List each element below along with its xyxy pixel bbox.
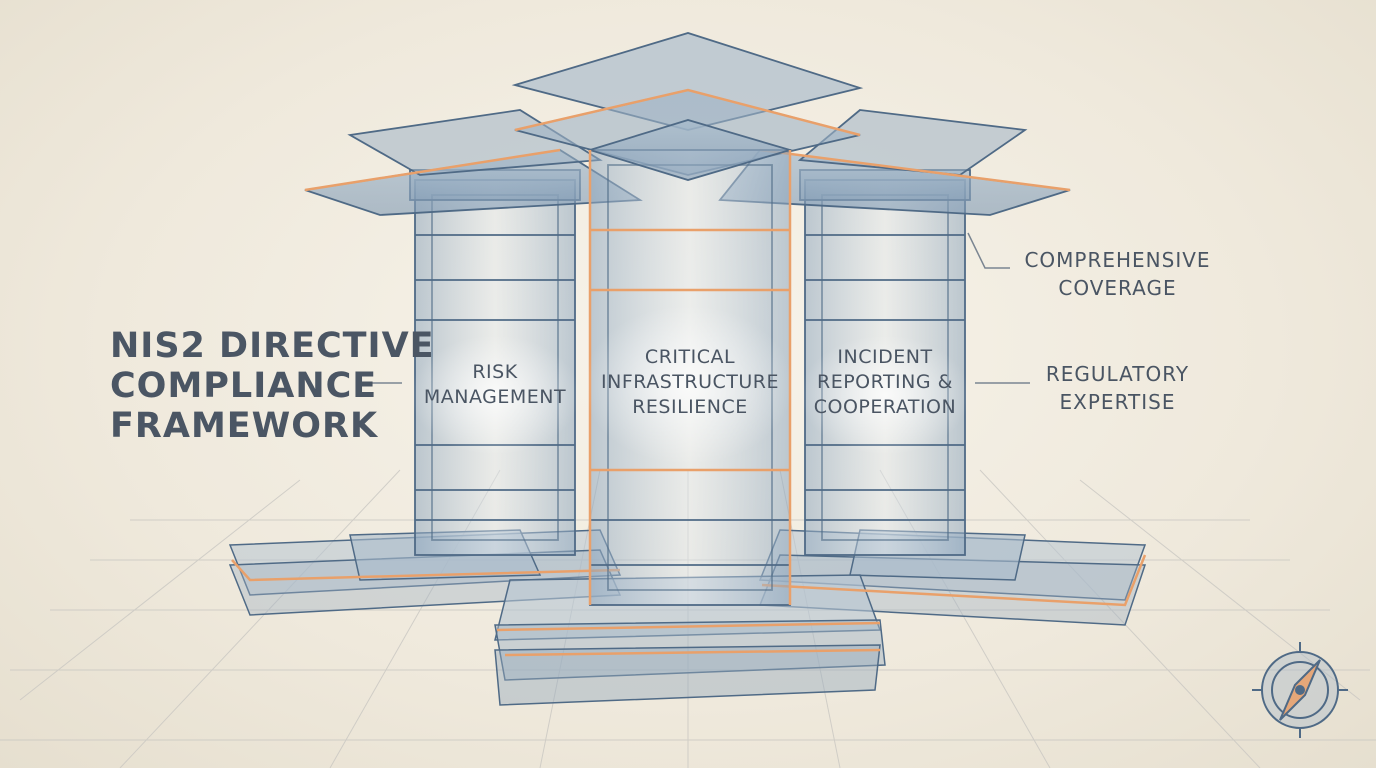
roof-accent-lines: [304, 88, 1071, 192]
callout-line: REGULATORY: [1045, 362, 1190, 386]
title-line-3: FRAMEWORK: [110, 406, 379, 446]
pillar-label-line: CRITICAL: [644, 346, 736, 368]
pillar-label-line: COOPERATION: [813, 396, 957, 418]
pillar-label-line: RESILIENCE: [632, 396, 748, 418]
pillar-label-incident: INCIDENT REPORTING & COOPERATION: [800, 345, 970, 420]
connector-lines: [372, 232, 1030, 384]
pillar-label-line: REPORTING &: [817, 371, 953, 393]
base-accent-lines: [231, 554, 1147, 657]
pillar-label-line: INFRASTRUCTURE: [601, 371, 779, 393]
pillar-label-line: RISK: [472, 361, 518, 383]
callout-line: COMPREHENSIVE: [1024, 248, 1211, 272]
title-line-1: NIS2 DIRECTIVE: [110, 326, 435, 366]
pillar-label-risk: RISK MANAGEMENT: [415, 360, 575, 410]
title-line-2: COMPLIANCE: [110, 366, 378, 406]
pillar-label-critical: CRITICAL INFRASTRUCTURE RESILIENCE: [590, 345, 790, 420]
callout-line: COVERAGE: [1058, 276, 1177, 300]
compass-icon: [1252, 642, 1348, 738]
callout-expertise: REGULATORY EXPERTISE: [1030, 360, 1205, 416]
pillar-label-line: MANAGEMENT: [423, 386, 567, 408]
callout-line: EXPERTISE: [1059, 390, 1176, 414]
pillar-label-line: INCIDENT: [837, 346, 933, 368]
callout-coverage: COMPREHENSIVE COVERAGE: [1010, 246, 1225, 302]
